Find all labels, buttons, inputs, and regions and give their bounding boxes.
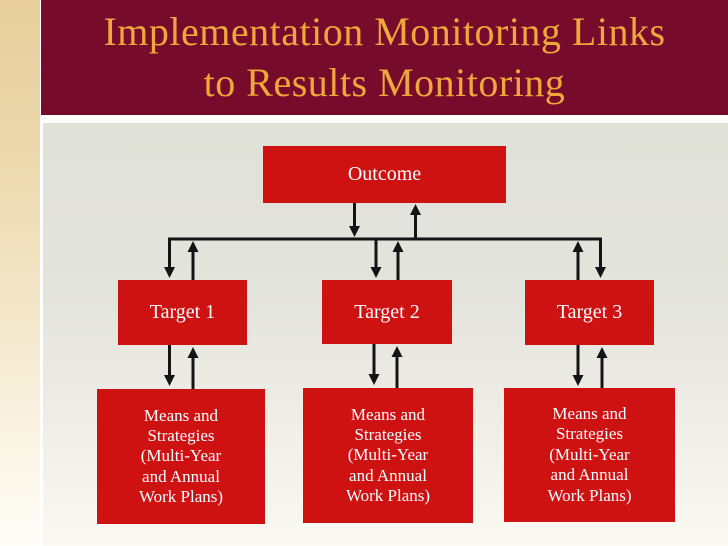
left-decorative-strip (0, 0, 40, 546)
means-strategies-box-2: Means and Strategies (Multi-Year and Ann… (303, 388, 473, 523)
target2-box: Target 2 (322, 280, 452, 344)
means-strategies-box-3: Means and Strategies (Multi-Year and Ann… (504, 388, 675, 522)
slide-title: Implementation Monitoring Links to Resul… (103, 9, 666, 105)
target1-box: Target 1 (118, 280, 247, 345)
means-strategies-box-1: Means and Strategies (Multi-Year and Ann… (97, 389, 265, 524)
outcome-box: Outcome (263, 146, 506, 203)
target3-box: Target 3 (525, 280, 654, 345)
title-banner: Implementation Monitoring Links to Resul… (41, 0, 728, 115)
